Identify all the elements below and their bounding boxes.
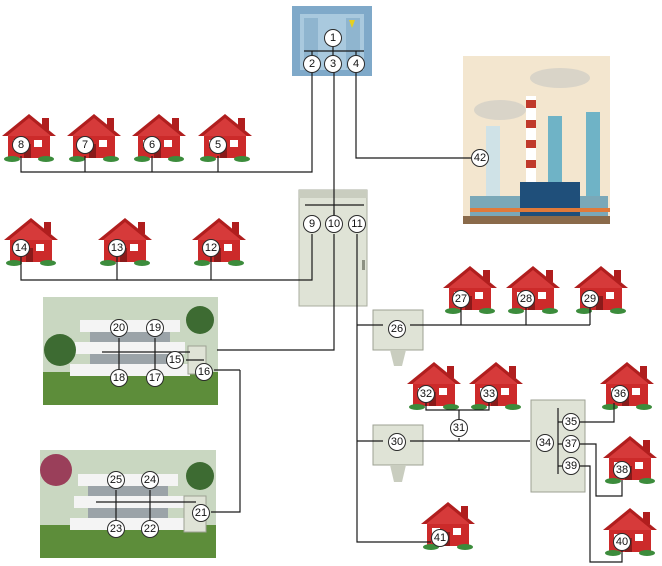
house-28 xyxy=(506,266,560,314)
node-5[interactable]: 5 xyxy=(209,136,227,154)
node-33[interactable]: 33 xyxy=(480,385,498,403)
house-14 xyxy=(4,218,58,266)
node-17[interactable]: 17 xyxy=(146,369,164,387)
node-42[interactable]: 42 xyxy=(471,149,489,167)
house-7 xyxy=(67,114,121,162)
node-35[interactable]: 35 xyxy=(562,413,580,431)
node-41[interactable]: 41 xyxy=(431,529,449,547)
house-32 xyxy=(407,362,461,410)
house-27 xyxy=(443,266,497,314)
node-25[interactable]: 25 xyxy=(107,471,125,489)
node-26[interactable]: 26 xyxy=(388,320,406,338)
node-27[interactable]: 27 xyxy=(452,290,470,308)
main-cabinet xyxy=(298,189,368,307)
node-34[interactable]: 34 xyxy=(536,434,554,452)
node-12[interactable]: 12 xyxy=(202,239,220,257)
node-1[interactable]: 1 xyxy=(324,29,342,47)
node-10[interactable]: 10 xyxy=(325,215,343,233)
node-39[interactable]: 39 xyxy=(562,457,580,475)
node-2[interactable]: 2 xyxy=(303,55,321,73)
node-23[interactable]: 23 xyxy=(107,520,125,538)
node-20[interactable]: 20 xyxy=(110,319,128,337)
node-28[interactable]: 28 xyxy=(517,290,535,308)
node-30[interactable]: 30 xyxy=(388,433,406,451)
node-6[interactable]: 6 xyxy=(143,136,161,154)
node-16[interactable]: 16 xyxy=(195,363,213,381)
node-19[interactable]: 19 xyxy=(146,319,164,337)
node-4[interactable]: 4 xyxy=(347,55,365,73)
node-31[interactable]: 31 xyxy=(450,419,468,437)
node-18[interactable]: 18 xyxy=(110,369,128,387)
node-29[interactable]: 29 xyxy=(581,290,599,308)
wire-network xyxy=(20,47,623,563)
node-11[interactable]: 11 xyxy=(348,215,366,233)
house-40 xyxy=(603,508,657,556)
house-6 xyxy=(132,114,186,162)
house-13 xyxy=(98,218,152,266)
node-38[interactable]: 38 xyxy=(613,461,631,479)
node-22[interactable]: 22 xyxy=(141,520,159,538)
node-13[interactable]: 13 xyxy=(108,239,126,257)
house-36 xyxy=(600,362,654,410)
node-32[interactable]: 32 xyxy=(417,385,435,403)
house-12 xyxy=(192,218,246,266)
meter-box-26 xyxy=(372,309,424,366)
node-15[interactable]: 15 xyxy=(166,351,184,369)
node-40[interactable]: 40 xyxy=(613,533,631,551)
house-29 xyxy=(574,266,628,314)
node-14[interactable]: 14 xyxy=(12,239,30,257)
house-5 xyxy=(198,114,252,162)
node-21[interactable]: 21 xyxy=(192,504,210,522)
node-9[interactable]: 9 xyxy=(303,215,321,233)
house-8 xyxy=(2,114,56,162)
apartment-image-top xyxy=(43,297,218,405)
factory-image xyxy=(463,56,610,224)
house-38 xyxy=(603,436,657,484)
node-37[interactable]: 37 xyxy=(562,435,580,453)
node-8[interactable]: 8 xyxy=(12,136,30,154)
node-36[interactable]: 36 xyxy=(611,385,629,403)
house-33 xyxy=(469,362,523,410)
house-41 xyxy=(421,502,475,550)
node-7[interactable]: 7 xyxy=(76,136,94,154)
apartment-image-bottom xyxy=(40,450,216,558)
node-3[interactable]: 3 xyxy=(324,55,342,73)
node-24[interactable]: 24 xyxy=(141,471,159,489)
